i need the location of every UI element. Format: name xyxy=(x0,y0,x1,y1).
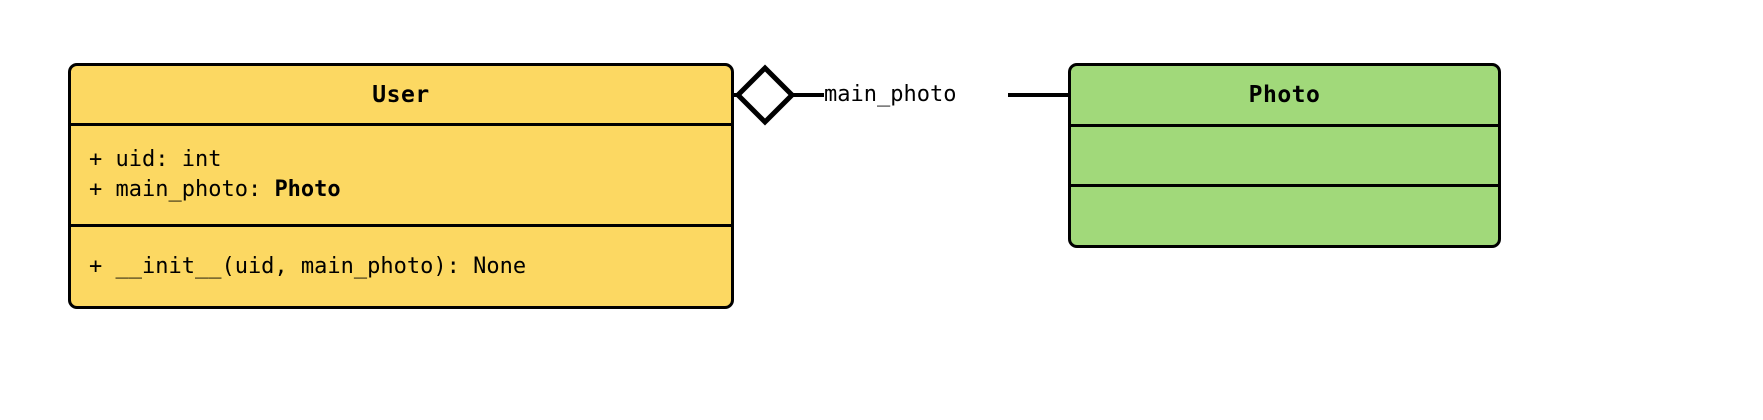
uml-attribute-main-photo-type: Photo xyxy=(274,177,341,202)
uml-class-photo-title: Photo xyxy=(1248,82,1321,108)
uml-class-user[interactable]: User + uid: int + main_photo: Photo + __… xyxy=(68,63,734,309)
uml-class-photo[interactable]: Photo xyxy=(1068,63,1501,248)
uml-attribute-main-photo-name: + main_photo: xyxy=(89,177,275,202)
uml-class-user-attributes: + uid: int + main_photo: Photo xyxy=(71,123,731,224)
uml-class-user-methods: + __init__(uid, main_photo): None xyxy=(71,224,731,306)
uml-class-photo-attributes xyxy=(1071,124,1498,184)
uml-attribute-main-photo: + main_photo: Photo xyxy=(89,175,713,205)
uml-attribute-uid: + uid: int xyxy=(89,147,222,172)
uml-method-init: + __init__(uid, main_photo): None xyxy=(89,253,527,279)
aggregation-diamond-icon xyxy=(734,64,796,126)
association-label-main-photo: main_photo xyxy=(824,82,957,107)
uml-class-photo-methods xyxy=(1071,184,1498,245)
uml-class-user-title: User xyxy=(372,81,430,108)
